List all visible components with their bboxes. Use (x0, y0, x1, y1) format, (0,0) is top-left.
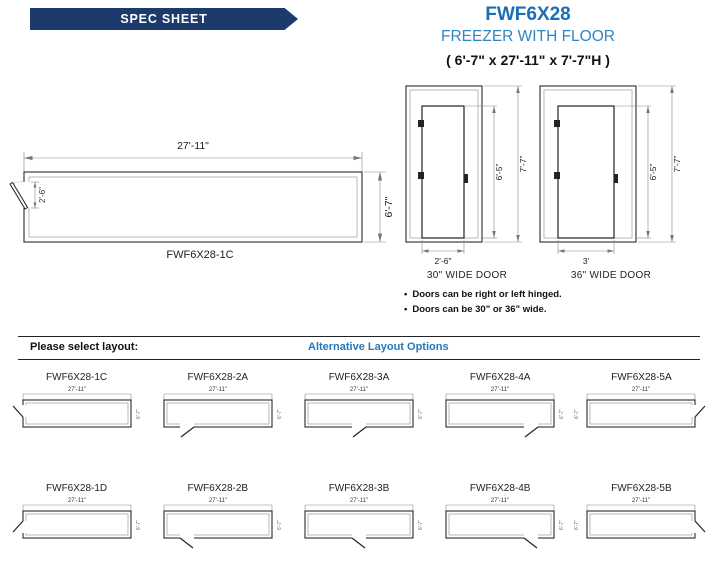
product-name: FREEZER WITH FLOOR (441, 28, 615, 45)
door-width-dimension: 3' (583, 256, 590, 266)
svg-text:27'-11": 27'-11" (68, 498, 86, 504)
svg-text:6'-7": 6'-7" (136, 409, 142, 419)
layout-option-label: FWF6X28-2A (187, 372, 249, 383)
layout-option-fwf6x28-3b[interactable]: FWF6X28-3B 27'-11" 6'-7" (288, 483, 429, 556)
note-width: Doors can be 30" or 36" wide. (412, 303, 547, 315)
svg-text:27'-11": 27'-11" (350, 498, 368, 504)
layout-option-fwf6x28-4b[interactable]: FWF6X28-4B 27'-11" 6'-7" (430, 483, 571, 556)
layout-option-fwf6x28-2b[interactable]: FWF6X28-2B 27'-11" 6'-7" (147, 483, 288, 556)
layout-thumbnail-drawing: 27'-11" 6'-7" (163, 498, 283, 549)
plan-depth-dimension: 6'-7" (383, 196, 395, 217)
svg-text:6'-7": 6'-7" (277, 409, 283, 419)
svg-text:6'-7": 6'-7" (559, 520, 565, 530)
door-width-dimension: 2'-6" (435, 256, 452, 266)
overall-dimensions: ( 6'-7" x 27'-11" x 7'-7"H ) (446, 52, 610, 68)
plan-width-dimension: 27'-11" (177, 140, 209, 152)
elevation-30-label: 30" WIDE DOOR (426, 270, 508, 281)
layout-thumbnail-drawing: 27'-11" 6'-7" (12, 498, 142, 539)
svg-text:27'-11": 27'-11" (209, 498, 227, 504)
elevation-36-label: 36" WIDE DOOR (570, 270, 652, 281)
door-height-dimension: 6'-5" (648, 164, 658, 181)
elevation-30-door: 6'-5" 7'-7" 2'-6" 30" WIDE DOOR (398, 84, 536, 281)
layout-option-fwf6x28-2a[interactable]: FWF6X28-2A 27'-11" 6'-7" (147, 372, 288, 445)
svg-text:6'-7": 6'-7" (559, 409, 565, 419)
layout-option-fwf6x28-5a[interactable]: FWF6X28-5A 27'-11" 6'-7" (571, 372, 712, 445)
svg-text:27'-11": 27'-11" (68, 387, 86, 393)
svg-text:6'-7": 6'-7" (574, 520, 580, 530)
title-block: FWF6X28 FREEZER WITH FLOOR ( 6'-7" x 27'… (388, 4, 668, 68)
banner-label: SPEC SHEET (120, 12, 208, 26)
layout-thumbnail-drawing: 27'-11" 6'-7" (445, 387, 565, 438)
elevation-30-drawing: 6'-5" 7'-7" 2'-6" (405, 85, 528, 266)
door-height-dimension: 6'-5" (494, 164, 504, 181)
overall-height-dimension: 7'-7" (518, 156, 528, 173)
plan-door-leaf (9, 181, 29, 210)
layout-option-label: FWF6X28-1D (46, 483, 108, 494)
svg-text:27'-11": 27'-11" (632, 387, 650, 393)
layout-option-label: FWF6X28-5A (611, 372, 672, 383)
layout-thumbnail-drawing: 27'-11" 6'-7" (574, 387, 706, 428)
layout-thumbnail-drawing: 27'-11" 6'-7" (163, 387, 283, 438)
svg-text:27'-11": 27'-11" (350, 387, 368, 393)
layout-thumbnail-drawing: 27'-11" 6'-7" (304, 498, 424, 549)
layout-option-label: FWF6X28-1C (46, 372, 108, 383)
svg-text:6'-7": 6'-7" (136, 520, 142, 530)
layout-option-fwf6x28-3a[interactable]: FWF6X28-3A 27'-11" 6'-7" (288, 372, 429, 445)
layout-option-fwf6x28-1d[interactable]: FWF6X28-1D 27'-11" 6'-7" (6, 483, 147, 556)
elevation-36-drawing: 6'-5" 7'-7" 3' (539, 85, 682, 266)
layout-option-fwf6x28-1c[interactable]: FWF6X28-1C 27'-11" 6'-7" (6, 372, 147, 445)
layout-thumbnail-drawing: 27'-11" 6'-7" (12, 387, 142, 428)
spec-sheet-banner: SPEC SHEET (30, 8, 298, 30)
alternative-layouts-heading: Alternative Layout Options (308, 341, 449, 353)
svg-text:6'-7": 6'-7" (277, 520, 283, 530)
svg-text:27'-11": 27'-11" (491, 498, 509, 504)
plan-view-label: FWF6X28-1C (166, 249, 234, 261)
layout-option-label: FWF6X28-5B (611, 483, 672, 494)
svg-text:27'-11": 27'-11" (632, 498, 650, 504)
select-layout-prompt: Please select layout: (30, 341, 139, 353)
layout-option-fwf6x28-5b[interactable]: FWF6X28-5B 27'-11" 6'-7" (571, 483, 712, 556)
layout-options-grid: FWF6X28-1C 27'-11" 6'-7" FWF6X28-2A 27'-… (6, 372, 712, 556)
svg-text:27'-11": 27'-11" (209, 387, 227, 393)
svg-text:6'-7": 6'-7" (418, 520, 424, 530)
svg-text:27'-11": 27'-11" (491, 387, 509, 393)
plan-view-drawing: 27'-11" 6'-7" 2'-6" (9, 140, 395, 243)
overall-height-dimension: 7'-7" (672, 156, 682, 173)
layout-option-label: FWF6X28-3B (328, 483, 390, 494)
svg-text:6'-7": 6'-7" (418, 409, 424, 419)
svg-text:6'-7": 6'-7" (574, 409, 580, 419)
layout-option-label: FWF6X28-3A (328, 372, 390, 383)
layout-option-label: FWF6X28-4B (469, 483, 531, 494)
layout-thumbnail-drawing: 27'-11" 6'-7" (445, 498, 565, 549)
layout-option-label: FWF6X28-2B (187, 483, 249, 494)
note-hinge: Doors can be right or left hinged. (412, 289, 562, 300)
door-notes: Doors can be right or left hinged. Doors… (404, 288, 562, 317)
model-number: FWF6X28 (485, 4, 571, 25)
plan-door-dimension: 2'-6" (38, 187, 47, 203)
elevation-36-door: 6'-5" 7'-7" 3' 36" WIDE DOOR (532, 84, 690, 281)
layout-thumbnail-drawing: 27'-11" 6'-7" (574, 498, 706, 539)
layout-section-header: Please select layout: Alternative Layout… (18, 336, 700, 360)
plan-view: 27'-11" 6'-7" 2'-6" FWF6X28-1C (4, 132, 396, 261)
layout-thumbnail-drawing: 27'-11" 6'-7" (304, 387, 424, 438)
layout-option-fwf6x28-4a[interactable]: FWF6X28-4A 27'-11" 6'-7" (430, 372, 571, 445)
layout-option-label: FWF6X28-4A (469, 372, 531, 383)
